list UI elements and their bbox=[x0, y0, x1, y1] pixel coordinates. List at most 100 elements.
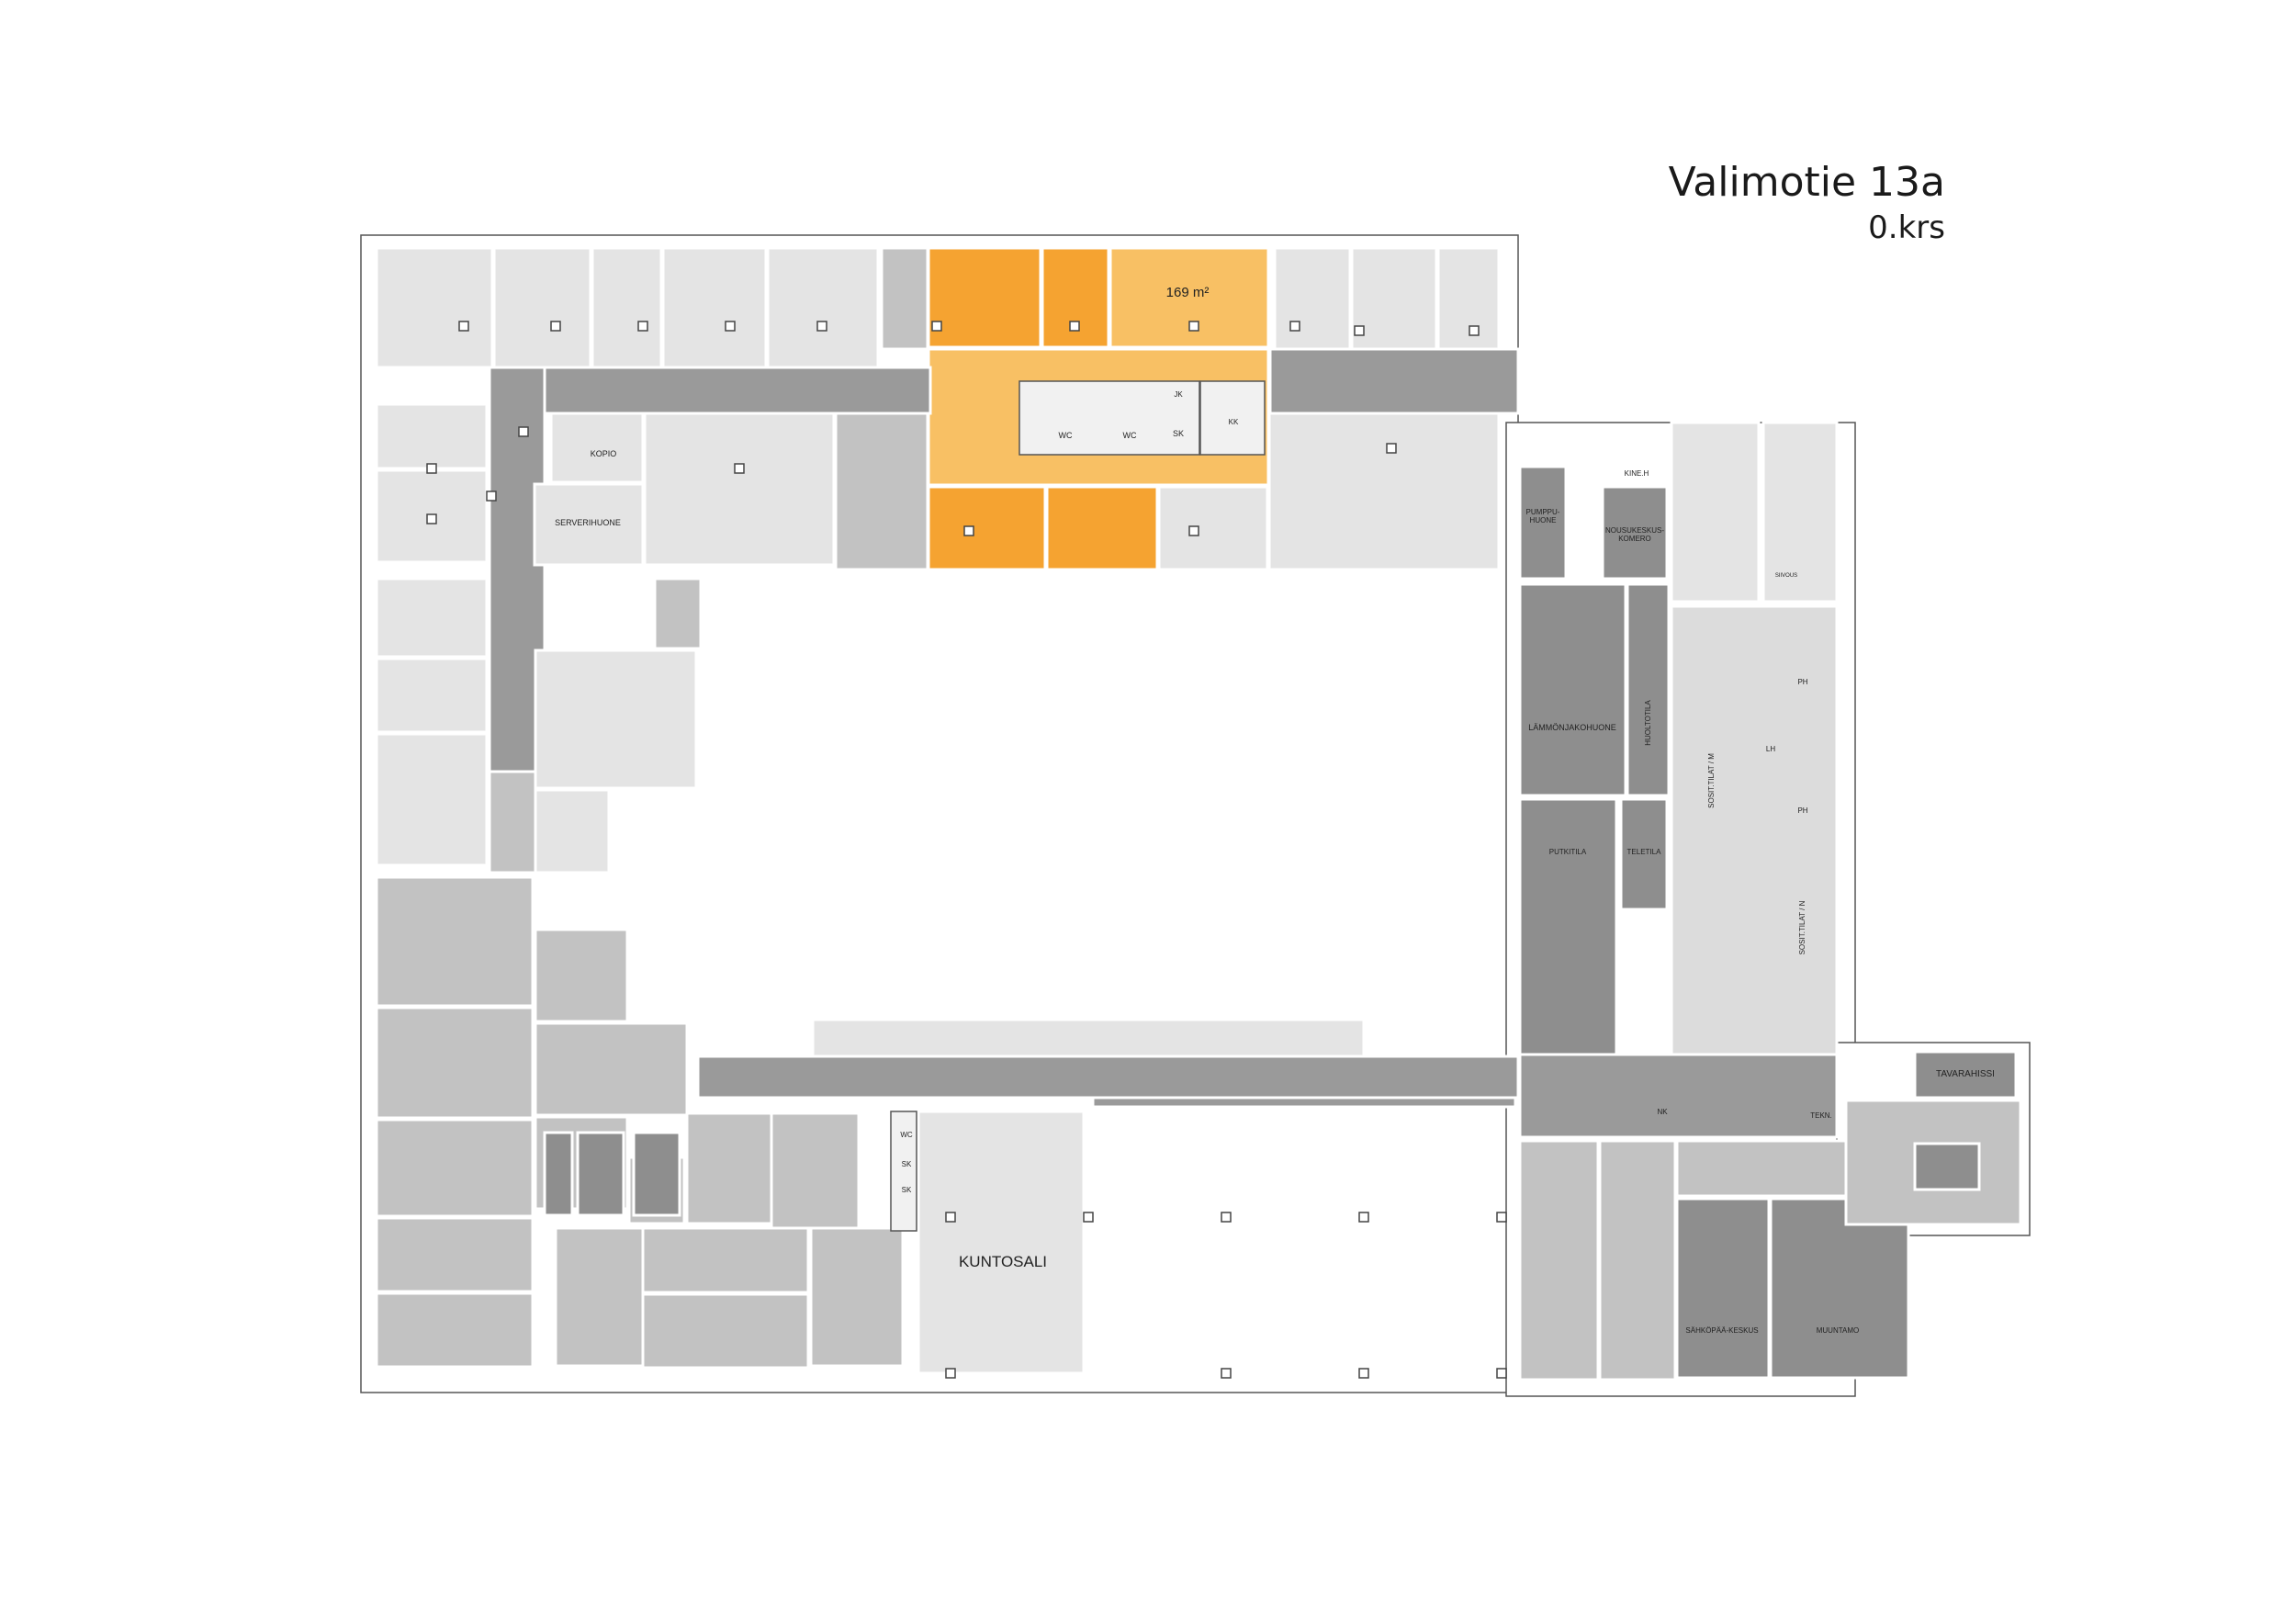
east-corridor bbox=[1518, 1053, 1839, 1139]
office-north-1 bbox=[375, 246, 494, 369]
huoltotila bbox=[1626, 582, 1671, 797]
corridor-north-east bbox=[1268, 347, 1520, 415]
fixture-marker bbox=[1083, 1212, 1094, 1223]
sosiaalitilat-area bbox=[1670, 604, 1839, 1058]
office-southwest-7 bbox=[534, 1021, 689, 1117]
shaft-3 bbox=[632, 1131, 681, 1217]
east-upper-rooms bbox=[1670, 421, 1761, 603]
fixture-marker bbox=[1386, 443, 1397, 454]
stair-west bbox=[653, 577, 703, 650]
fixture-marker bbox=[945, 1368, 956, 1379]
stair-south bbox=[685, 1111, 773, 1225]
office-north-3 bbox=[591, 246, 663, 369]
label-sk2: SK bbox=[902, 1160, 912, 1168]
corridor-south-2 bbox=[1091, 1096, 1517, 1109]
office-west-1 bbox=[375, 402, 489, 470]
office-southwest-1 bbox=[375, 875, 535, 1008]
label-lh: LH bbox=[1766, 745, 1775, 753]
office-southwest-5 bbox=[375, 1291, 535, 1369]
office-west-4 bbox=[375, 657, 489, 734]
label-kuntosali: KUNTOSALI bbox=[959, 1253, 1047, 1270]
fixture-marker bbox=[426, 513, 437, 524]
southeast-1 bbox=[1518, 1139, 1600, 1382]
fixture-marker bbox=[1221, 1368, 1232, 1379]
east-stair bbox=[1761, 421, 1839, 603]
fixture-marker bbox=[1069, 321, 1080, 332]
label-lammonjakohuone: LÄMMÖNJAKOHUONE bbox=[1528, 723, 1616, 732]
label-wc1: WC bbox=[1059, 431, 1073, 440]
courtyard-gallery bbox=[811, 1018, 1366, 1058]
office-north-mid-3 bbox=[1267, 412, 1501, 571]
office-north-6 bbox=[1273, 246, 1352, 353]
label-sahkopaakeskus: SÄHKÖPÄÄ-KESKUS bbox=[1685, 1326, 1758, 1335]
sahkopaakeskus-room bbox=[1675, 1197, 1771, 1380]
fixture-marker bbox=[1469, 325, 1480, 336]
fixture-marker bbox=[963, 525, 974, 536]
pumppuhuone bbox=[1518, 465, 1568, 581]
label-sk: SK bbox=[1173, 429, 1184, 438]
fixture-marker bbox=[1496, 1368, 1507, 1379]
label-teletila: TELETILA bbox=[1627, 848, 1662, 856]
room-north-small bbox=[880, 246, 929, 351]
wc-block-south bbox=[890, 1111, 917, 1232]
fixture-marker bbox=[725, 321, 736, 332]
lammonjakohuone bbox=[1518, 582, 1627, 797]
office-southwest-9 bbox=[554, 1226, 645, 1368]
title-block: Valimotie 13a 0.krs bbox=[1669, 158, 1945, 248]
label-muuntamo: MUUNTAMO bbox=[1817, 1326, 1860, 1335]
office-southwest-6 bbox=[534, 928, 629, 1023]
label-pumppuhuone: PUMPPU-HUONE bbox=[1526, 508, 1560, 524]
corridor-north-west bbox=[488, 366, 932, 415]
label-siivous: SIIVOUS bbox=[1775, 573, 1797, 579]
fixture-marker bbox=[734, 463, 745, 474]
shaft-2 bbox=[576, 1131, 625, 1217]
label-huoltotila: HUOLTOTILA bbox=[1644, 700, 1652, 746]
fixture-marker bbox=[931, 321, 942, 332]
rental-room-2 bbox=[1041, 246, 1110, 349]
fixture-marker bbox=[637, 321, 648, 332]
corridor-west-2 bbox=[488, 770, 537, 874]
label-jk: JK bbox=[1174, 390, 1183, 399]
label-nk: NK bbox=[1657, 1108, 1668, 1116]
label-sosiaalitilat_m: SOSIT.TILAT / M bbox=[1707, 753, 1716, 808]
rental-room-1 bbox=[927, 246, 1042, 349]
label-ph2: PH bbox=[1797, 806, 1807, 815]
room-west-small bbox=[534, 788, 611, 874]
office-north-4 bbox=[661, 246, 768, 369]
nousukeskuskomero bbox=[1601, 485, 1669, 581]
floor-label: 0.krs bbox=[1868, 209, 1945, 246]
fixture-marker bbox=[426, 463, 437, 474]
label-putkitila: PUTKITILA bbox=[1549, 848, 1587, 856]
fixture-marker bbox=[486, 491, 497, 502]
office-southwest-2 bbox=[375, 1006, 535, 1120]
fixture-marker bbox=[1496, 1212, 1507, 1223]
label-tekn: TEKN. bbox=[1810, 1111, 1832, 1120]
office-north-mid-2 bbox=[1157, 485, 1269, 571]
office-southwest-13 bbox=[770, 1111, 861, 1230]
fixture-marker bbox=[1221, 1212, 1232, 1223]
label-kopio: KOPIO bbox=[591, 449, 617, 458]
label-nousukeskus: NOUSUKESKUS-KOMERO bbox=[1605, 526, 1664, 543]
fixture-marker bbox=[518, 426, 529, 437]
office-southwest-12 bbox=[809, 1226, 905, 1368]
label-serverihuone: SERVERIHUONE bbox=[555, 518, 621, 527]
putkitila bbox=[1518, 797, 1618, 1056]
southeast-2 bbox=[1598, 1139, 1677, 1382]
marks-layer bbox=[426, 321, 1507, 1379]
office-north-7 bbox=[1350, 246, 1438, 353]
label-kineh: KINE.H bbox=[1625, 469, 1649, 478]
office-north-5 bbox=[766, 246, 880, 369]
fixture-marker bbox=[1188, 321, 1199, 332]
label-kk: KK bbox=[1229, 418, 1239, 426]
kuntosali-room bbox=[917, 1110, 1086, 1375]
office-north-mid bbox=[643, 412, 836, 567]
corridor-south bbox=[696, 1054, 1520, 1100]
office-north-8 bbox=[1436, 246, 1501, 353]
office-southwest-3 bbox=[375, 1118, 535, 1218]
shaft-1 bbox=[543, 1131, 574, 1217]
label-ph1: PH bbox=[1797, 678, 1807, 686]
label-sosiaalitilat_n: SOSIT.TILAT / N bbox=[1798, 900, 1806, 954]
fixture-marker bbox=[1289, 321, 1300, 332]
